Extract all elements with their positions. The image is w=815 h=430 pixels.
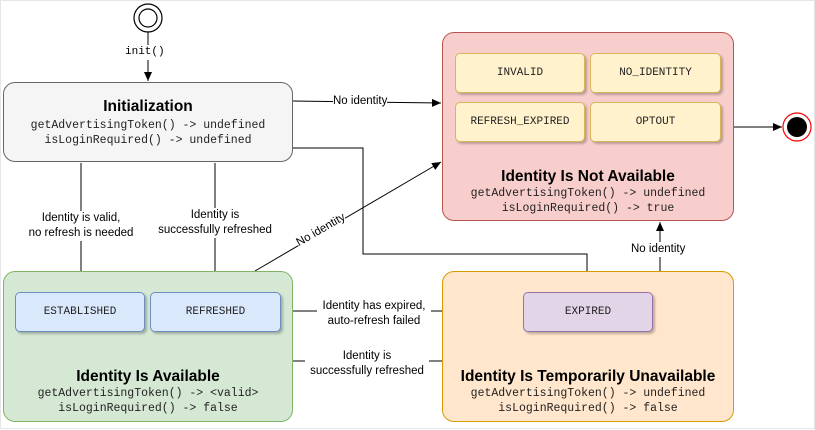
state-initialization: Initialization getAdvertisingToken() -> … xyxy=(3,82,293,162)
state-identity-available: ESTABLISHED REFRESHED Identity Is Availa… xyxy=(3,271,293,422)
label-init-refreshed-line-2: successfully refreshed xyxy=(158,224,272,236)
arrow-init-to-expired xyxy=(293,147,591,290)
initial-state-inner xyxy=(138,8,158,28)
state-initialization-line-1: getAdvertisingToken() -> undefined xyxy=(30,119,266,132)
substate-established: ESTABLISHED xyxy=(15,292,145,332)
label-valid-no-refresh-line-2: no refresh is needed xyxy=(28,227,134,239)
state-temp-unavailable-line-1: getAdvertisingToken() -> undefined xyxy=(470,387,706,400)
label-init-no-identity: No identity xyxy=(333,94,388,109)
state-not-available-title: Identity Is Not Available xyxy=(501,168,675,185)
final-state-inner xyxy=(787,117,807,137)
label-init-refreshed-line-1: Identity is xyxy=(190,209,240,221)
label-temp-refreshed-line-2: successfully refreshed xyxy=(310,365,424,377)
label-valid-no-refresh-line-1: Identity is valid, xyxy=(41,212,121,224)
label-temp-refreshed: Identity is successfully refreshed xyxy=(305,349,429,379)
state-initialization-line-2: isLoginRequired() -> undefined xyxy=(44,134,252,147)
state-available-line-2: isLoginRequired() -> false xyxy=(58,402,238,415)
state-identity-not-available: INVALID NO_IDENTITY REFRESH_EXPIRED OPTO… xyxy=(442,32,734,221)
arrow-available-to-notavailable xyxy=(254,161,442,272)
label-temp-no-identity: No identity xyxy=(631,242,686,257)
label-temp-refreshed-line-1: Identity is xyxy=(342,350,392,362)
state-not-available-line-1: getAdvertisingToken() -> undefined xyxy=(470,187,706,200)
substate-refreshed: REFRESHED xyxy=(150,292,281,332)
label-expired-line-2: auto-refresh failed xyxy=(327,315,421,327)
state-temp-unavailable-line-2: isLoginRequired() -> false xyxy=(498,402,678,415)
label-expired-line-1: Identity has expired, xyxy=(322,300,426,312)
state-available-title: Identity Is Available xyxy=(76,368,220,385)
state-temp-unavailable-title: Identity Is Temporarily Unavailable xyxy=(460,368,716,385)
substate-refresh-expired: REFRESH_EXPIRED xyxy=(455,102,585,142)
state-identity-temporarily-unavailable: EXPIRED Identity Is Temporarily Unavaila… xyxy=(442,271,734,422)
label-expired-autorefresh-failed: Identity has expired, auto-refresh faile… xyxy=(317,299,431,329)
label-init-refreshed: Identity is successfully refreshed xyxy=(153,208,277,238)
state-initialization-title: Initialization xyxy=(103,98,193,115)
state-available-line-1: getAdvertisingToken() -> <valid> xyxy=(37,387,259,400)
state-not-available-line-2: isLoginRequired() -> true xyxy=(501,202,675,215)
substate-no-identity: NO_IDENTITY xyxy=(590,53,721,93)
init-transition-label: init() xyxy=(125,45,165,60)
substate-optout: OPTOUT xyxy=(590,102,721,142)
label-valid-no-refresh: Identity is valid, no refresh is needed xyxy=(23,211,139,241)
substate-expired: EXPIRED xyxy=(523,292,653,332)
substate-invalid: INVALID xyxy=(455,53,585,93)
